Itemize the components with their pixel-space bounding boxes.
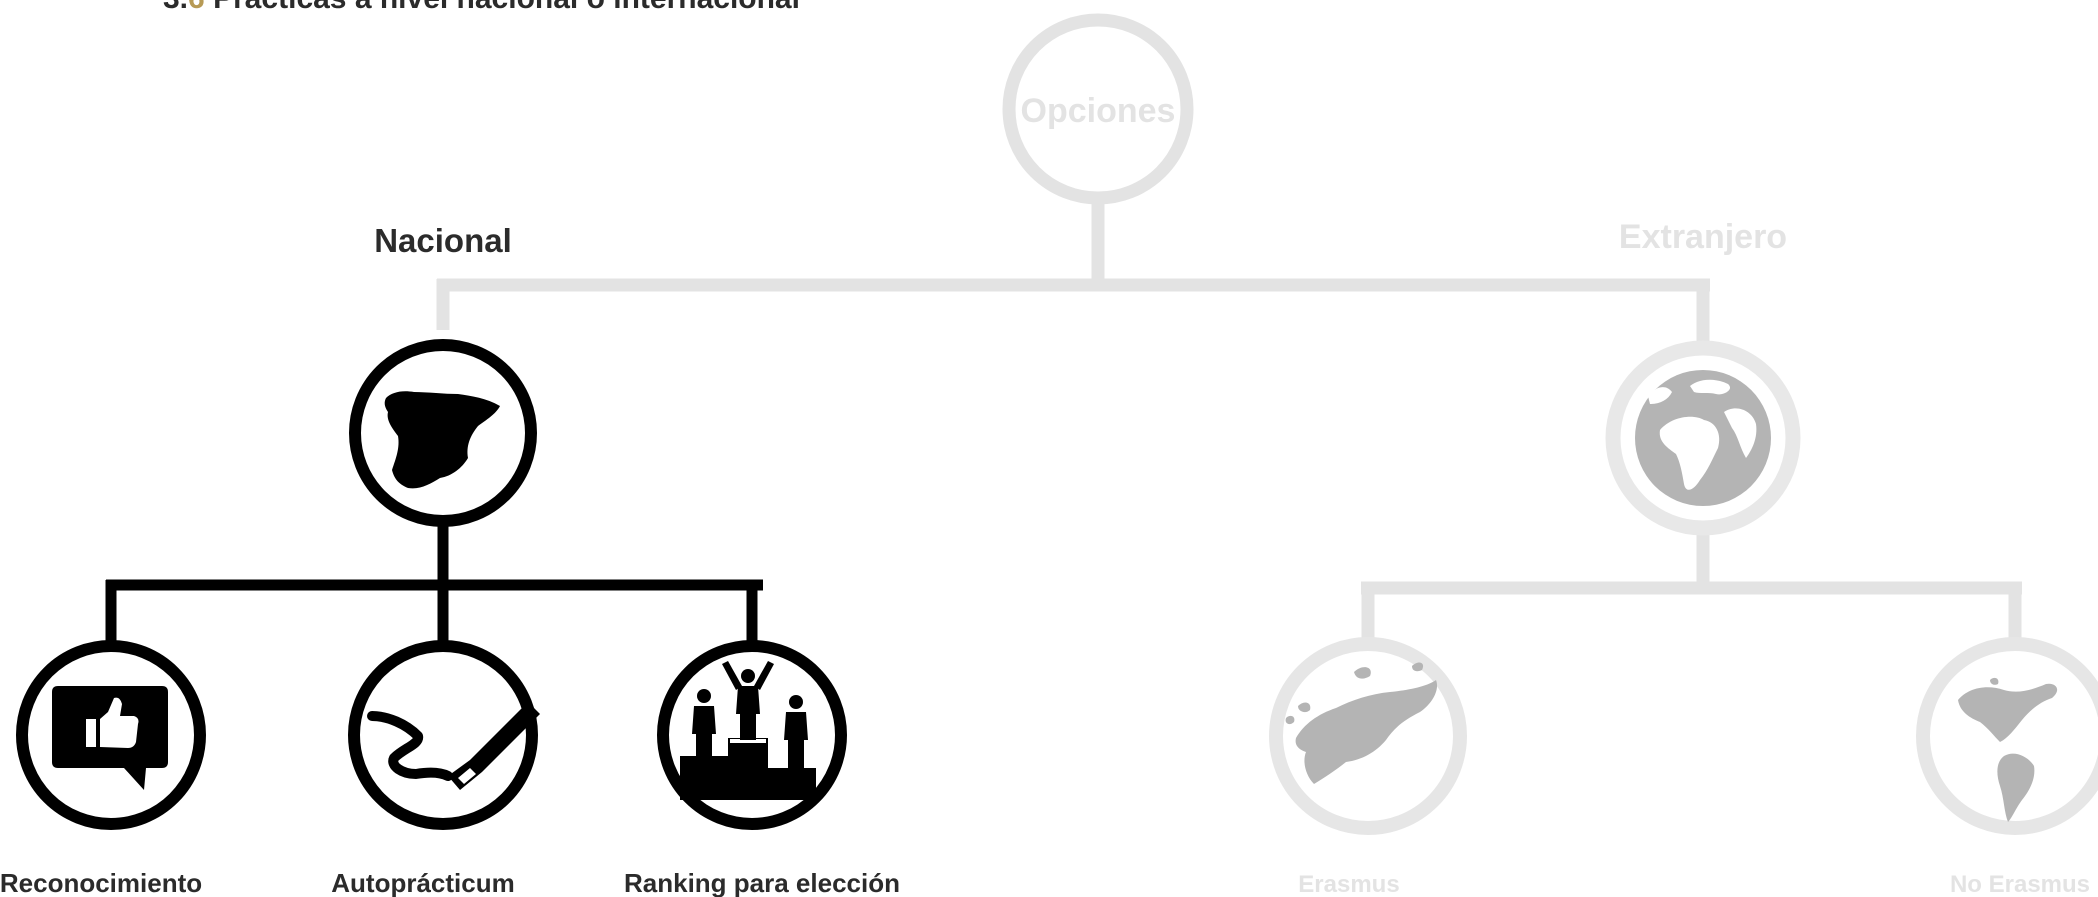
option-label-autopracticum: Autoprácticum (331, 868, 514, 897)
option-label-no-erasmus: No Erasmus (1950, 871, 2090, 897)
title-text: Prácticas a nivel nacional o internacion… (213, 0, 800, 15)
option-node-no-erasmus (1916, 637, 2098, 835)
international-branch-label: Extranjero (1619, 218, 1787, 256)
pen-signature-icon (367, 702, 540, 790)
option-node-autopracticum (348, 640, 540, 830)
thumbs-up-speech-icon (52, 686, 168, 790)
national-branch-label: Nacional (374, 222, 512, 259)
option-node-ranking (657, 640, 847, 830)
option-label-ranking: Ranking para elección (624, 868, 900, 897)
europe-map-icon (1285, 662, 1438, 784)
root-node-opciones: Opciones (1002, 13, 1194, 205)
national-node (349, 339, 537, 527)
option-node-erasmus (1269, 637, 1467, 835)
option-node-reconocimiento (16, 640, 206, 830)
americas-map-icon (1958, 677, 2058, 822)
globe-icon (1635, 370, 1771, 506)
title-number-accent: 6 (188, 0, 205, 15)
title-number-prefix: 3. (163, 0, 188, 15)
international-node (1605, 340, 1801, 536)
option-label-reconocimiento: Reconocimiento (0, 868, 202, 897)
option-label-erasmus: Erasmus (1298, 871, 1399, 897)
active-branch-connectors (105, 520, 763, 642)
root-label: Opciones (1021, 92, 1176, 130)
inactive-branch-connectors (436, 198, 2022, 642)
page-title: 3.6 Prácticas a nivel nacional o interna… (163, 0, 800, 16)
spain-map-icon (384, 391, 500, 489)
podium-icon (680, 661, 816, 800)
